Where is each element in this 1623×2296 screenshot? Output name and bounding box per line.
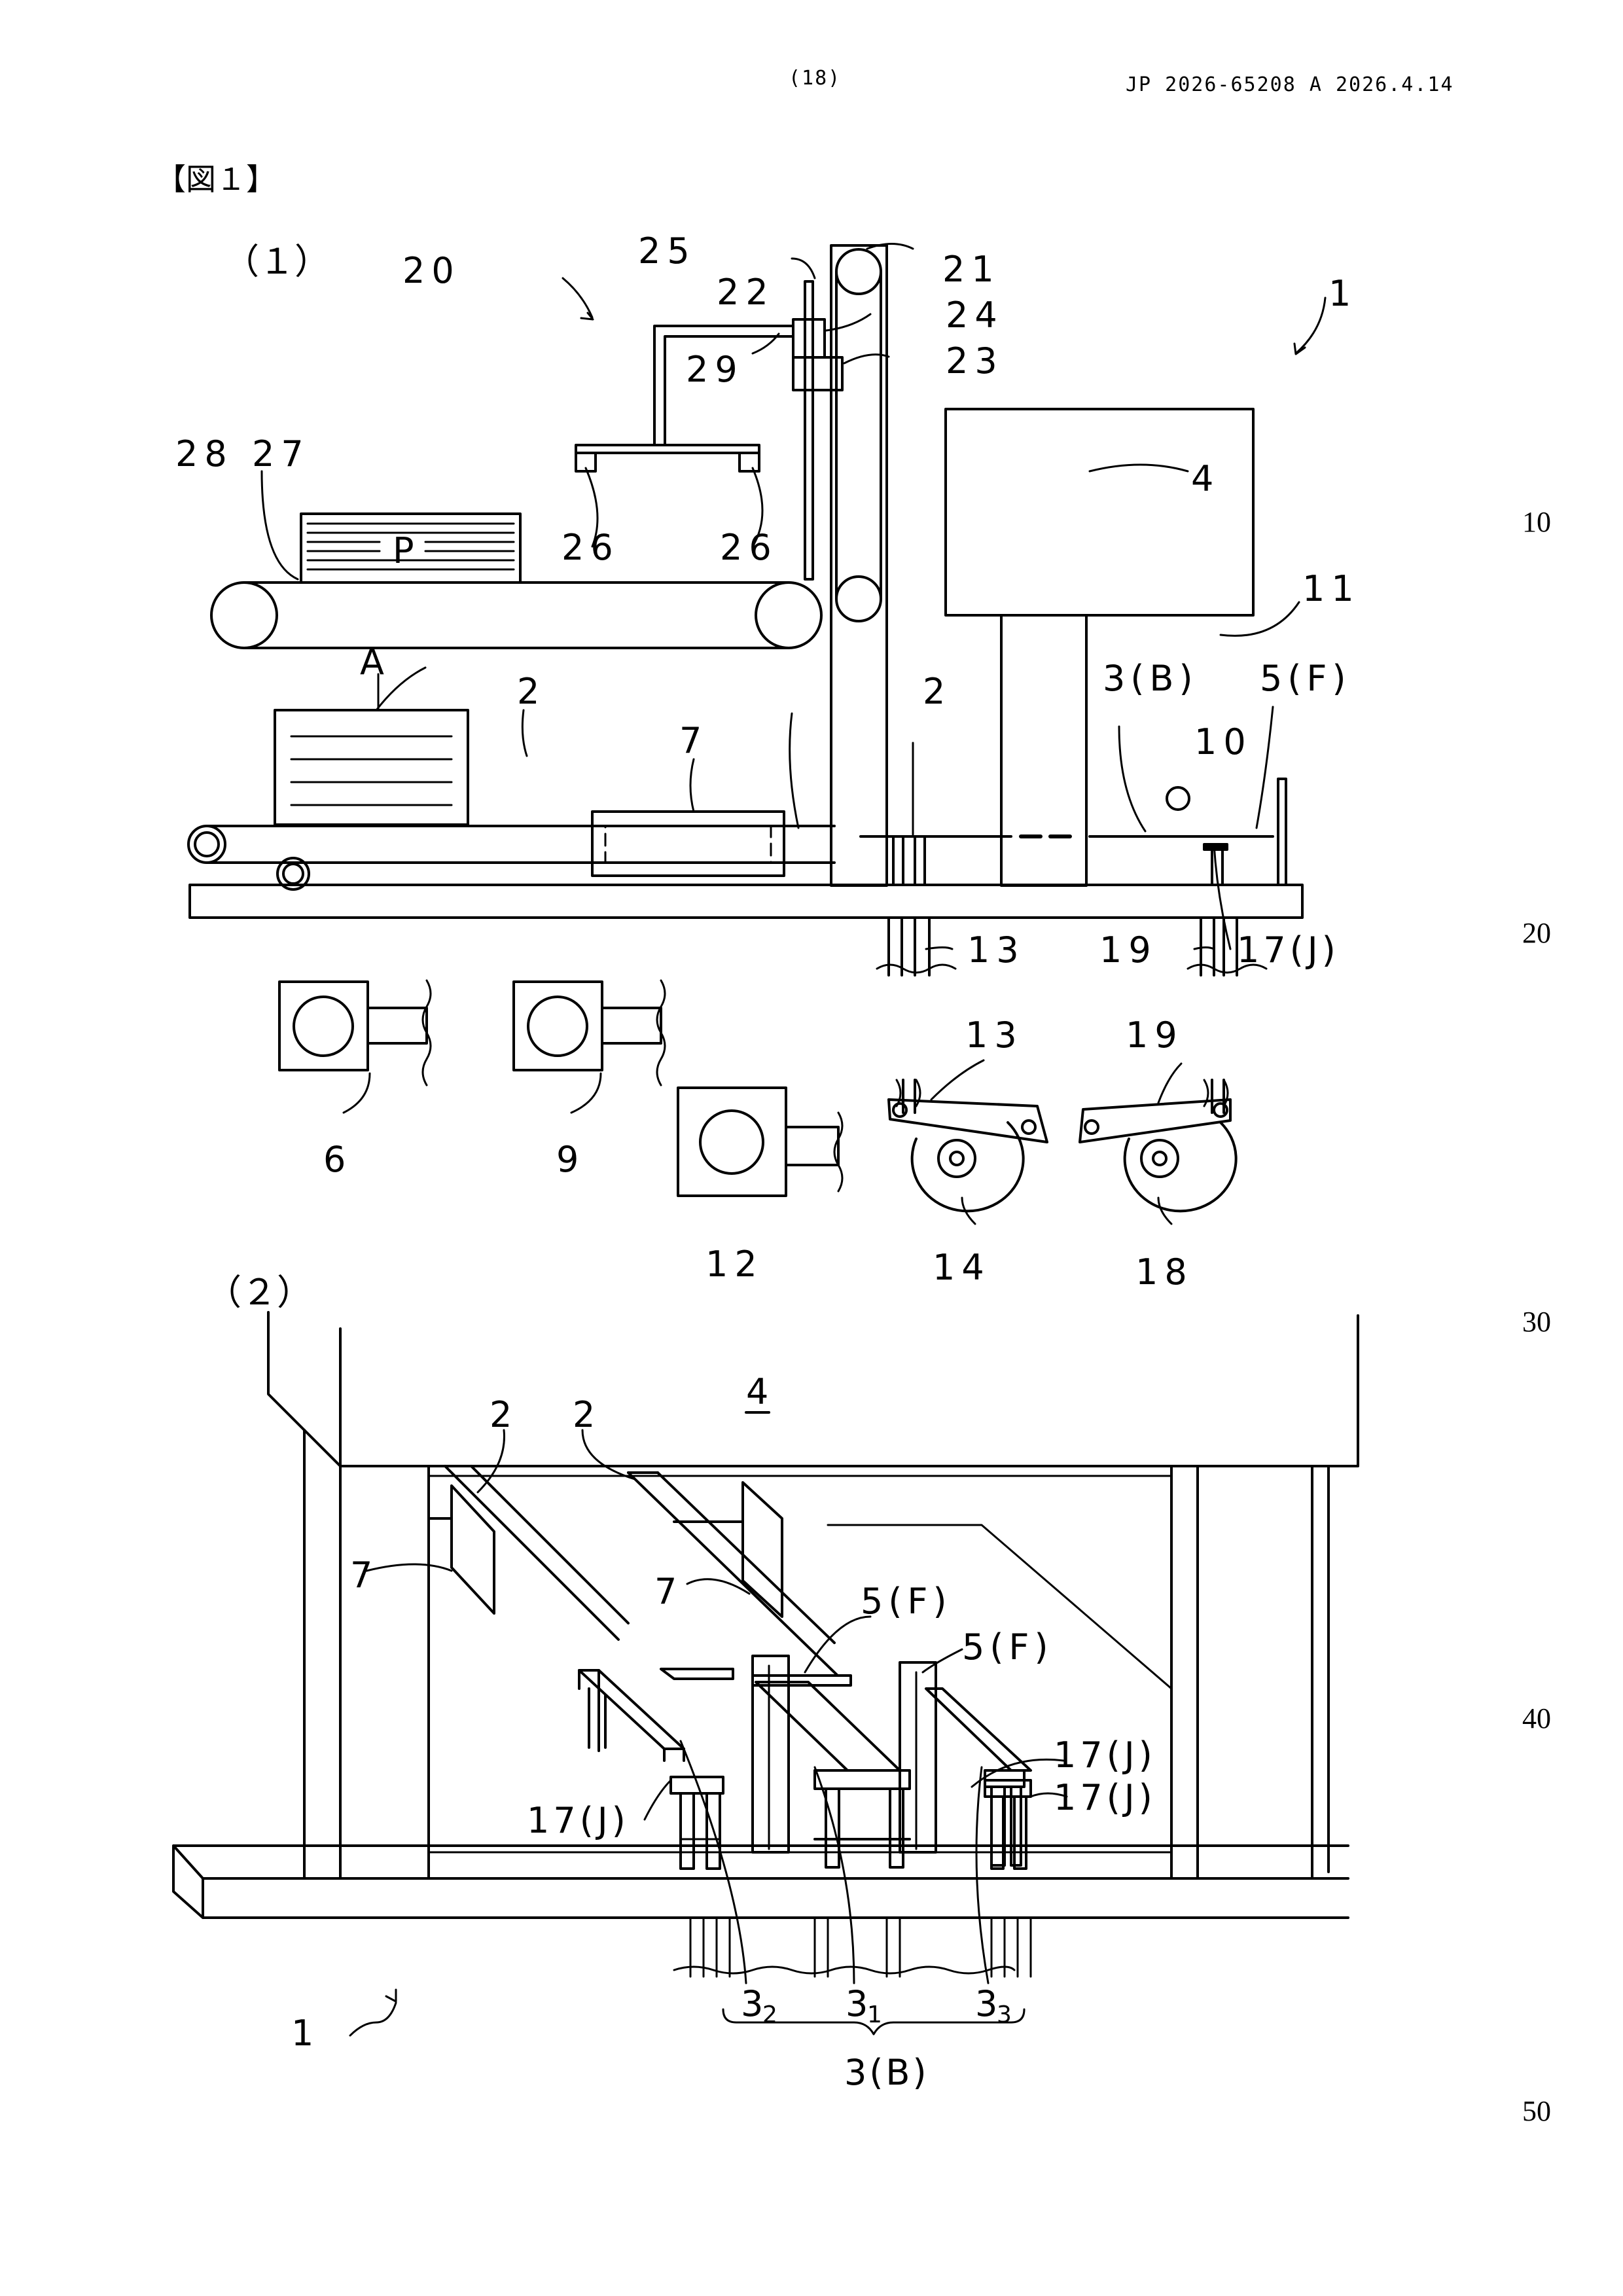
frame-right: [1171, 1466, 1329, 1878]
printer-4: [946, 409, 1253, 615]
ref-17J-fig2-right: 17(J): [1054, 1777, 1156, 1818]
ref-A: A: [360, 641, 384, 683]
ref-14: 14: [933, 1247, 991, 1288]
ref-4-fig1: 4: [1191, 458, 1213, 499]
ref-13-fig1: 13: [967, 929, 1026, 971]
conveyor-2: [188, 826, 834, 889]
ref-6: 6: [323, 1139, 346, 1180]
ball-10: [1167, 787, 1189, 810]
article-A: [275, 674, 468, 825]
arm-25: [576, 326, 793, 471]
subfig-label-1: （１）: [224, 241, 330, 282]
ref-25: 25: [638, 230, 696, 272]
ref-26-right: 26: [720, 527, 778, 568]
ref-P: P: [393, 530, 414, 571]
ref-7-fig1: 7: [679, 720, 702, 761]
ref-3-1-base: 3: [846, 1983, 868, 2024]
cam-lever-19: [1080, 1080, 1236, 1211]
subfigure-1: [188, 244, 1325, 1225]
labels: （１） （２） 20 1 25 22 21 24 23 29 28 27 P 2…: [175, 230, 1361, 2093]
ref-27: 27: [252, 433, 310, 475]
stop-5F: [1278, 779, 1286, 885]
conveyor-3-1: [661, 1669, 910, 1867]
ref-18: 18: [1135, 1251, 1194, 1293]
ref-17J-fig2-upper: 17(J): [1054, 1734, 1156, 1776]
ref-28: 28: [175, 433, 234, 475]
ref-2-fig1-left: 2: [517, 671, 539, 712]
lift-column-21: [831, 245, 887, 886]
ref-17J-fig1: 17(J): [1237, 929, 1340, 971]
ref-2-fig1-right: 2: [923, 671, 945, 712]
base-plate: [190, 885, 1302, 918]
ref-5F-fig2-right: 5(F): [962, 1626, 1054, 1668]
leg-13: [877, 918, 955, 975]
ref-3B-fig2: 3(B): [844, 2052, 929, 2093]
ref-12: 12: [705, 1244, 764, 1285]
ref-21: 21: [942, 249, 1001, 290]
support-11: [1001, 615, 1086, 886]
ref-19-cam: 19: [1126, 1014, 1184, 1056]
ref-5F-fig2-left: 5(F): [861, 1581, 952, 1622]
ref-4-fig2: 4: [746, 1371, 768, 1412]
ref-11: 11: [1302, 568, 1361, 609]
conveyor-3B-line: [861, 836, 1273, 885]
ref-1-fig1: 1: [1329, 273, 1351, 314]
ref-23: 23: [946, 340, 1004, 382]
slider-24: [793, 319, 825, 357]
motor-12: [678, 1088, 842, 1196]
conveyor-3-2: [579, 1670, 684, 1761]
ref-20: 20: [402, 250, 461, 291]
ref-26-left: 26: [562, 527, 620, 568]
ref-13-cam: 13: [965, 1014, 1024, 1056]
ref-24: 24: [946, 295, 1004, 336]
printer-4-body: [268, 1312, 1358, 1466]
ref-29: 29: [686, 349, 744, 390]
ref-9: 9: [556, 1139, 579, 1180]
guide-rail-22: [805, 281, 813, 579]
ref-19-fig1: 19: [1099, 929, 1158, 971]
ref-3-3-base: 3: [975, 1983, 997, 2024]
ref-2-fig2-right: 2: [573, 1394, 595, 1435]
subfigure-2: [173, 1312, 1358, 2036]
ref-5F-fig1: 5(F): [1260, 658, 1351, 699]
cam-18: [1125, 1122, 1236, 1211]
motor-9: [514, 980, 665, 1085]
ref-1-fig2: 1: [291, 2013, 313, 2054]
conveyor-2-diag: [445, 1466, 838, 1676]
ref-3-3-sub: 3: [997, 2001, 1012, 2028]
subfig-label-2: （２）: [206, 1272, 312, 1313]
motor-23: [793, 357, 842, 390]
stopper-17J-left: [671, 1777, 723, 1869]
ref-10: 10: [1194, 721, 1253, 762]
ref-3-1-sub: 1: [867, 2001, 882, 2028]
ref-3-2-base: 3: [741, 1983, 763, 2024]
ref-17J-fig2-left: 17(J): [527, 1800, 630, 1841]
motor-6: [279, 980, 431, 1085]
ref-3-2-sub: 2: [762, 2001, 777, 2028]
cam-lever-13: [889, 1080, 1047, 1211]
ref-22: 22: [717, 272, 775, 313]
paper-conveyor-28: [211, 583, 821, 648]
stop-5F-right: [900, 1662, 936, 1852]
ref-3B-fig1: 3(B): [1103, 658, 1198, 699]
frame-left: [304, 1430, 429, 1878]
sensor-7: [592, 812, 784, 876]
gripper-26-right: [740, 453, 759, 471]
ref-2-fig2-left: 2: [490, 1394, 512, 1435]
ref-7-fig2-right: 7: [654, 1571, 677, 1612]
ref-7-fig2-left: 7: [350, 1554, 372, 1596]
